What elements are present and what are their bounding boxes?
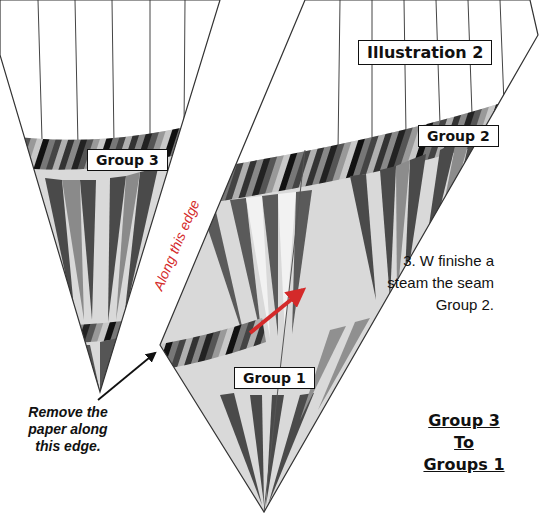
instruction-note: Remove the paper along this edge. xyxy=(22,404,114,454)
group-label: Illustration 2 xyxy=(367,43,483,62)
group-label: Group 2 xyxy=(427,128,490,144)
step-text: 3. W finishe a steam the seam Group 2. xyxy=(384,250,494,316)
label-box: Group 2 xyxy=(418,125,499,147)
label-box: Group 1 xyxy=(234,367,315,389)
label-box: Group 3 xyxy=(87,149,168,171)
section-heading: Group 3 To Groups 1 xyxy=(420,410,508,476)
group-label: Group 3 xyxy=(96,152,159,168)
label-box: Illustration 2 xyxy=(358,40,492,65)
group-label: Group 1 xyxy=(243,370,306,386)
